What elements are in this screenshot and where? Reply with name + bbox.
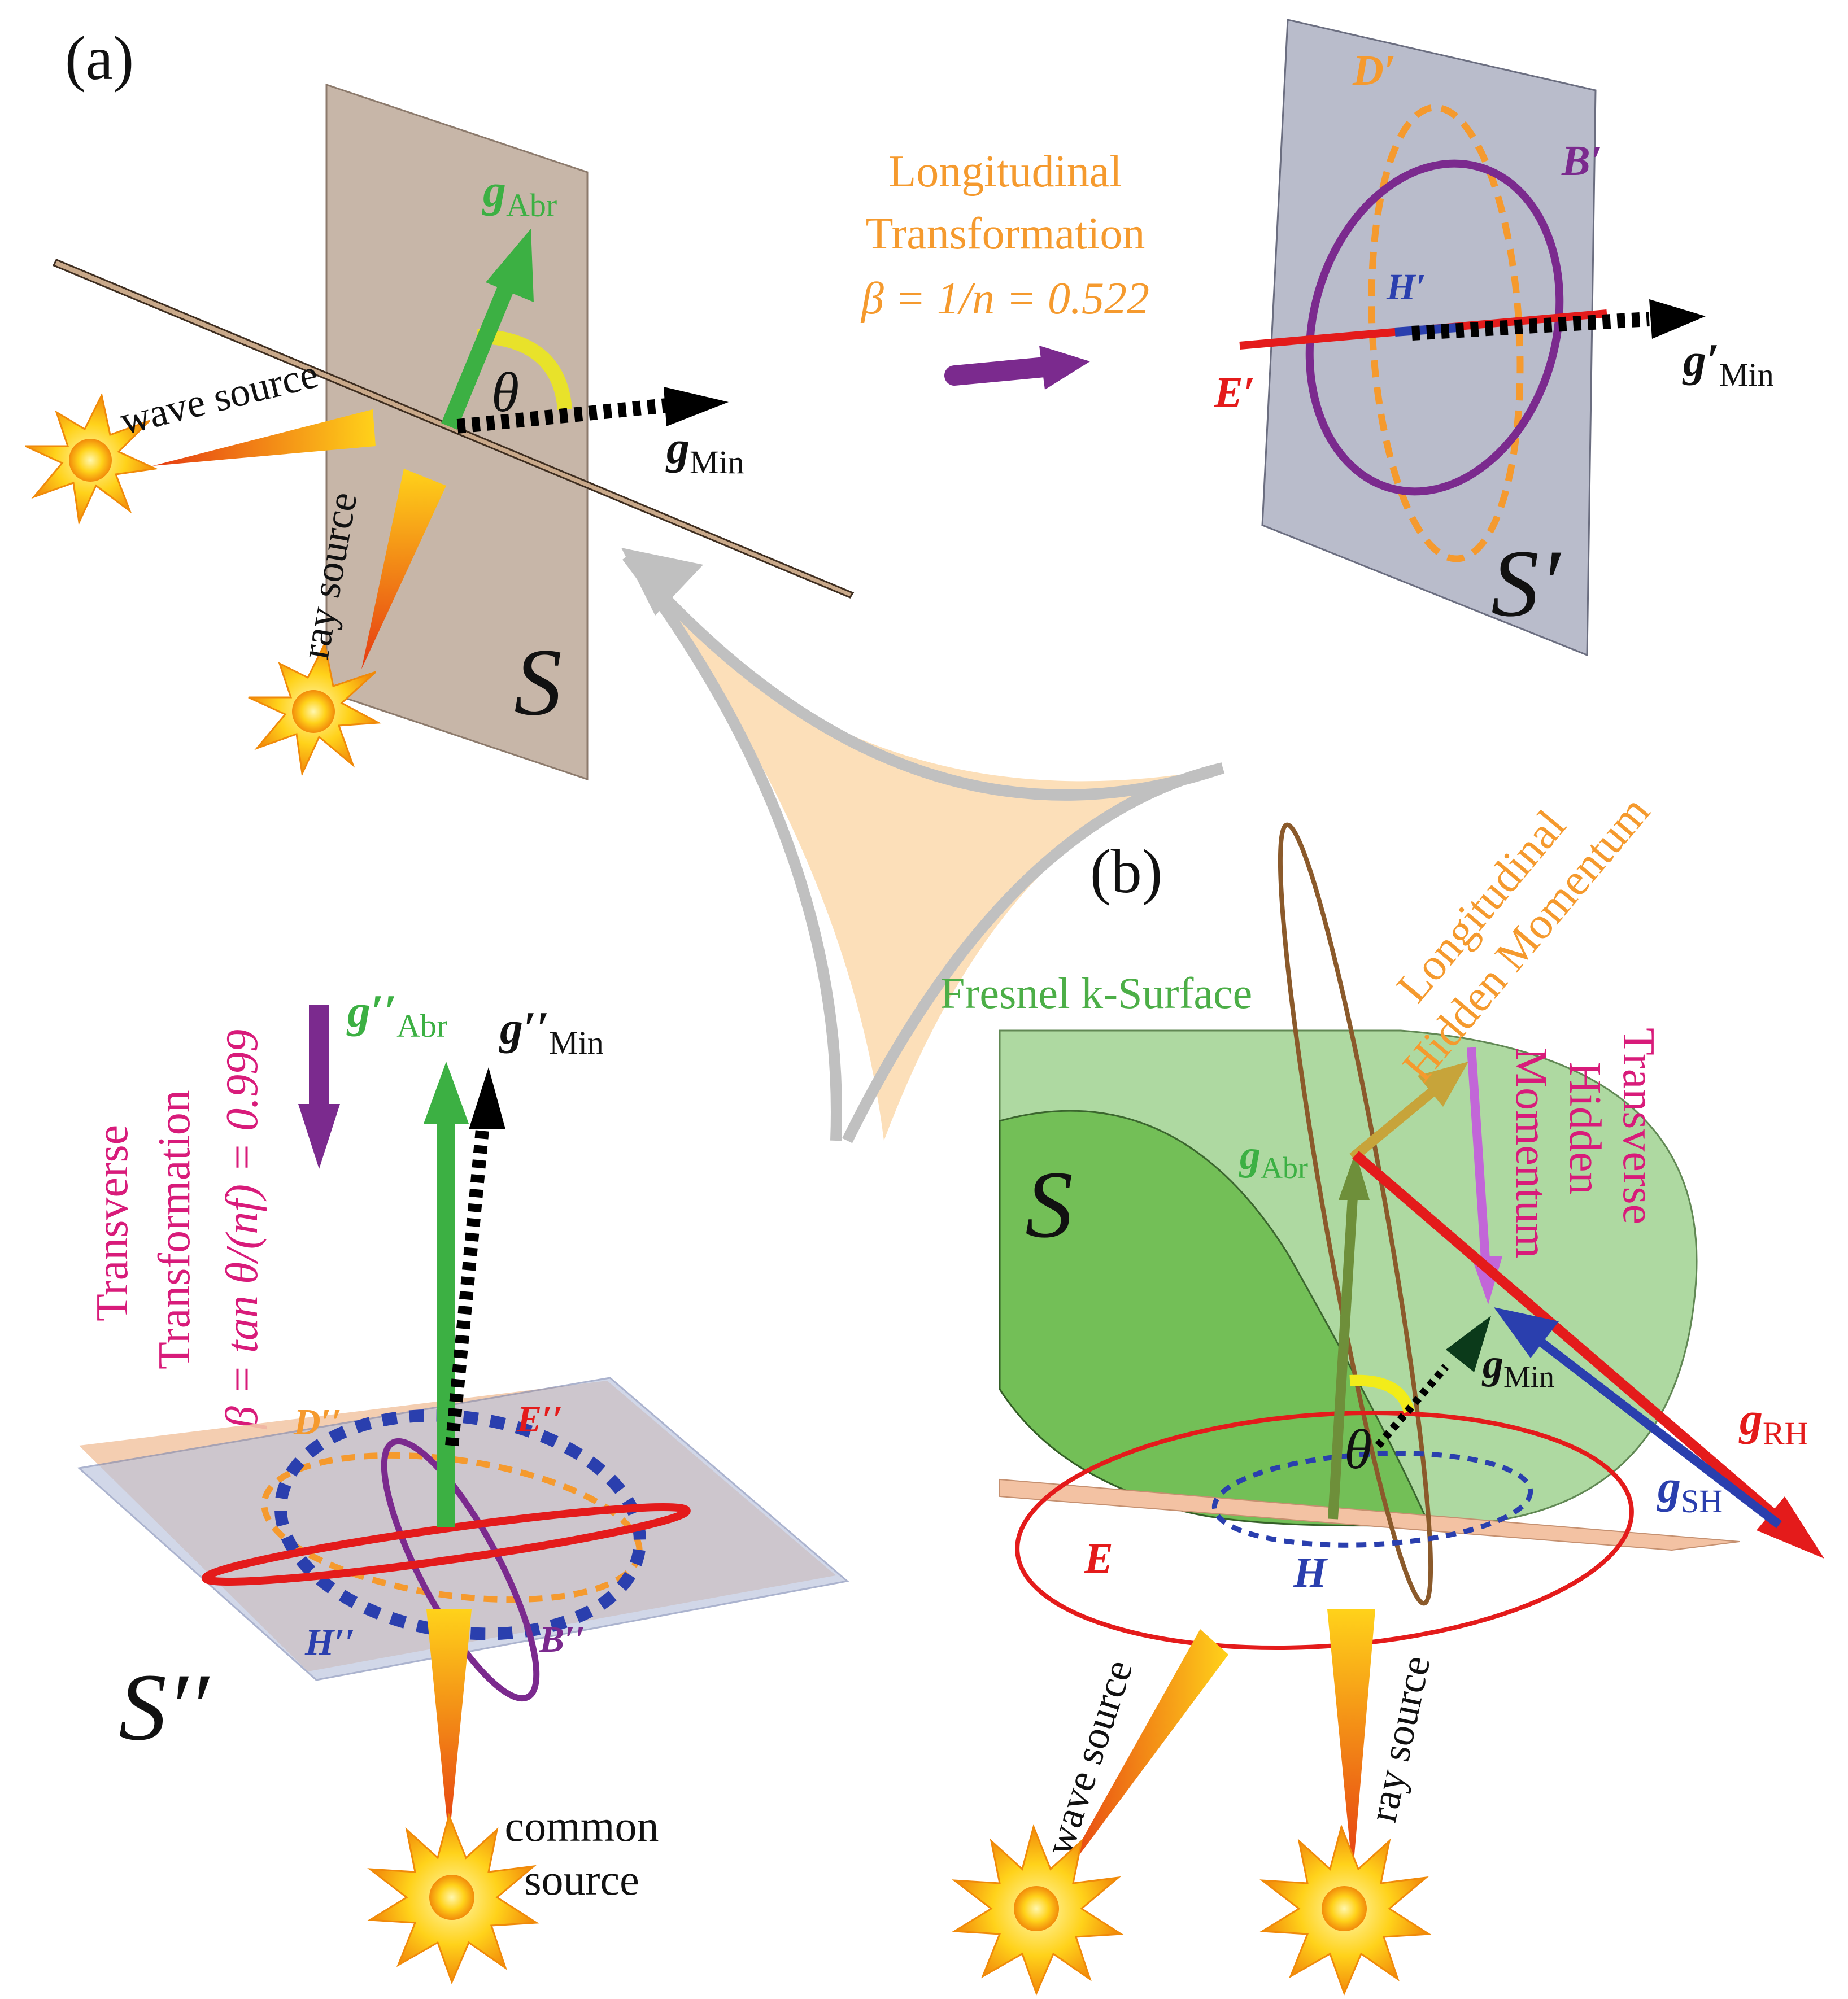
s-dprime-e-ellipse (202, 1503, 691, 1586)
s-prime-d-label: D′ (1352, 47, 1396, 94)
panel-b-ray-sun (1259, 1824, 1432, 1996)
center-cusp (621, 548, 1225, 1143)
wave-source-label: wave source (116, 351, 323, 443)
transverse-hidden-line1: Transverse (1614, 1028, 1663, 1224)
panel-b-ray-cone (1327, 1609, 1375, 1875)
panel-b-ray-source-label: ray source (1359, 1652, 1439, 1826)
transverse-line1: Transverse (88, 1125, 137, 1321)
g-sh-arrow (1494, 1307, 1782, 1529)
panel-b-g-abr-label: gAbr (1239, 1132, 1308, 1185)
transverse-arrow (298, 1005, 340, 1169)
s-dprime-g-min-label: g′′Min (499, 1002, 604, 1061)
plane-s-prime-label: S′ (1491, 530, 1562, 636)
s-dprime-d-label: D′′ (293, 1402, 342, 1443)
panel-b-plane (999, 1478, 1740, 1551)
longitudinal-line2: Transformation (866, 209, 1145, 259)
transverse-hidden-line3: Momentum (1506, 1047, 1556, 1258)
panel-b-plane-s-label: S (1025, 1151, 1073, 1258)
longitudinal-arrow (944, 346, 1090, 390)
transverse-hidden-line2: Hidden (1560, 1062, 1610, 1195)
plane-s-label: S (514, 629, 562, 735)
s-dprime-h-label: H′′ (304, 1622, 355, 1663)
plane-s-dprime-label: S′′ (119, 1654, 210, 1760)
panel-b-wave-cone (1056, 1629, 1228, 1886)
g-rh-arrow (1352, 1151, 1824, 1559)
s-prime-e-label: E′ (1214, 369, 1255, 416)
s-prime-g-min-arrow (1411, 299, 1706, 341)
g-abr-arrow (441, 229, 534, 430)
h-ellipse (1211, 1451, 1533, 1548)
s-dprime-e-label: E′′ (516, 1399, 563, 1440)
common-source-line2: source (524, 1855, 639, 1904)
longitudinal-hidden-momentum-arrow (1349, 1062, 1468, 1162)
panel-b-g-abr-arrow (1328, 1152, 1370, 1520)
common-source-line1: common (505, 1801, 659, 1850)
panel-b-h-label: H (1293, 1549, 1328, 1596)
g-abr-label: gAbr (482, 165, 557, 224)
panel-b-theta-label: θ (1344, 1418, 1372, 1481)
g-rh-label: gRH (1738, 1393, 1808, 1452)
g-sh-label: gSH (1657, 1461, 1723, 1520)
panel-b-g-min-arrow (1375, 1316, 1491, 1448)
s-dprime-g-abr-label: g′′Abr (346, 985, 447, 1044)
panel-a-label: (a) (65, 24, 134, 93)
g-min-arrow (456, 387, 729, 434)
transverse-line2: Transformation (150, 1090, 199, 1369)
s-dprime-g-abr-arrow (424, 1062, 469, 1527)
s-prime-b-ellipse (1305, 159, 1564, 496)
common-source-cone (426, 1609, 472, 1841)
s-prime-h-label: H′ (1386, 267, 1426, 308)
s-dprime-g-min-arrow (445, 1067, 505, 1447)
wave-source-sun (25, 392, 159, 526)
transverse-beta: β = tan θ/(nf) = 0.999 (217, 1029, 267, 1430)
theta-label: θ (491, 361, 519, 424)
panel-b-wave-sun (952, 1824, 1124, 1996)
s-prime-b-label: B′ (1561, 137, 1602, 185)
wave-source-cone (152, 409, 376, 466)
panel-b-wave-source-label: wave source (1036, 1655, 1141, 1861)
panel-b-e-label: E (1084, 1535, 1113, 1582)
ray-source-cone (361, 469, 446, 669)
panel-b-theta-arc (1349, 1374, 1415, 1413)
common-source-sun (367, 1813, 539, 1985)
fresnel-surface-label: Fresnel k-Surface (940, 968, 1252, 1018)
brown-ellipse (1278, 822, 1433, 1606)
s-prime-g-min-label: g′Min (1682, 334, 1774, 393)
panel-b-label: (b) (1090, 837, 1162, 906)
ray-source-sun (248, 641, 382, 777)
theta-arc (477, 329, 572, 411)
s-dprime-b-label: B′′ (539, 1619, 585, 1660)
longitudinal-line1: Longitudinal (888, 147, 1122, 197)
g-min-label: gMin (665, 422, 744, 481)
panel-b-g-min-label: gMin (1481, 1341, 1554, 1394)
longitudinal-beta: β = 1/n = 0.522 (860, 274, 1149, 324)
